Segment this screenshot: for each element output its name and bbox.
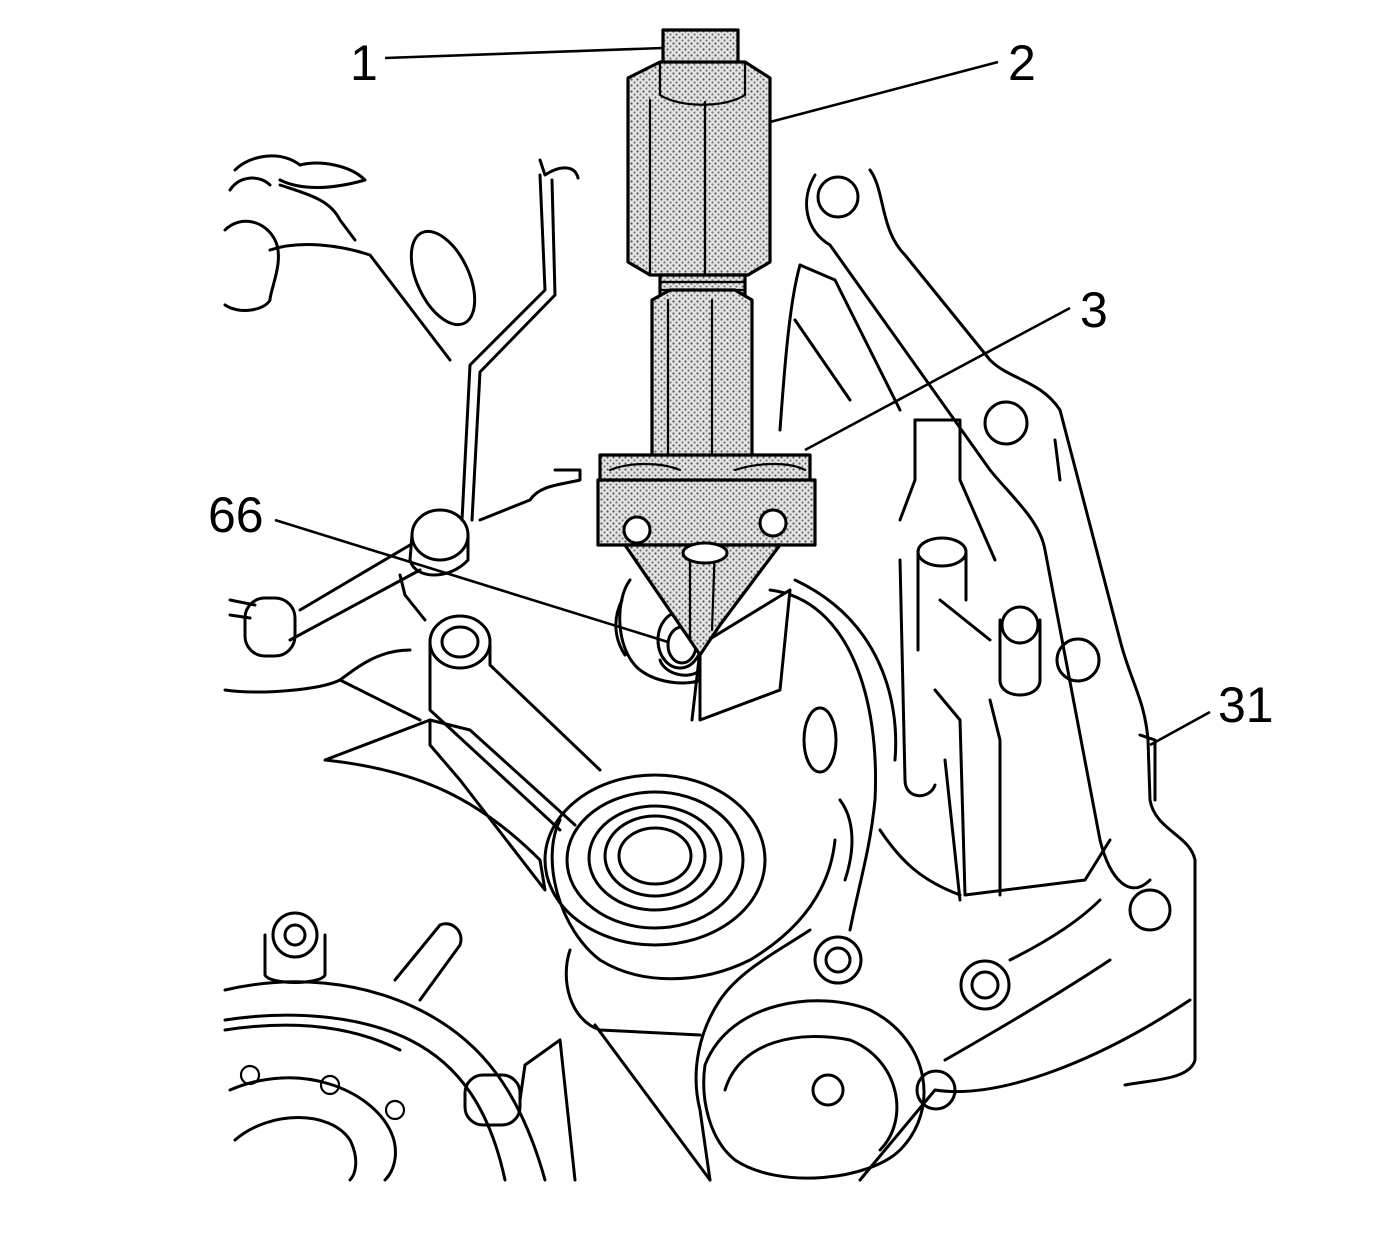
leader-3	[804, 306, 1071, 452]
leader-1	[384, 46, 664, 60]
leader-31	[1149, 710, 1211, 747]
callout-1: 1	[350, 35, 378, 91]
callout-31: 31	[1218, 677, 1274, 733]
wire-harness-bracket	[223, 154, 582, 658]
callout-2: 2	[1008, 35, 1036, 91]
seal-remover-tool	[596, 28, 817, 657]
transmission-case	[223, 168, 1197, 1182]
lower-gear	[223, 911, 577, 1182]
leader-2	[769, 60, 999, 124]
leader-66	[274, 518, 669, 644]
callout-3: 3	[1080, 282, 1108, 338]
leader-lines	[274, 46, 1211, 747]
callout-66: 66	[208, 487, 264, 543]
